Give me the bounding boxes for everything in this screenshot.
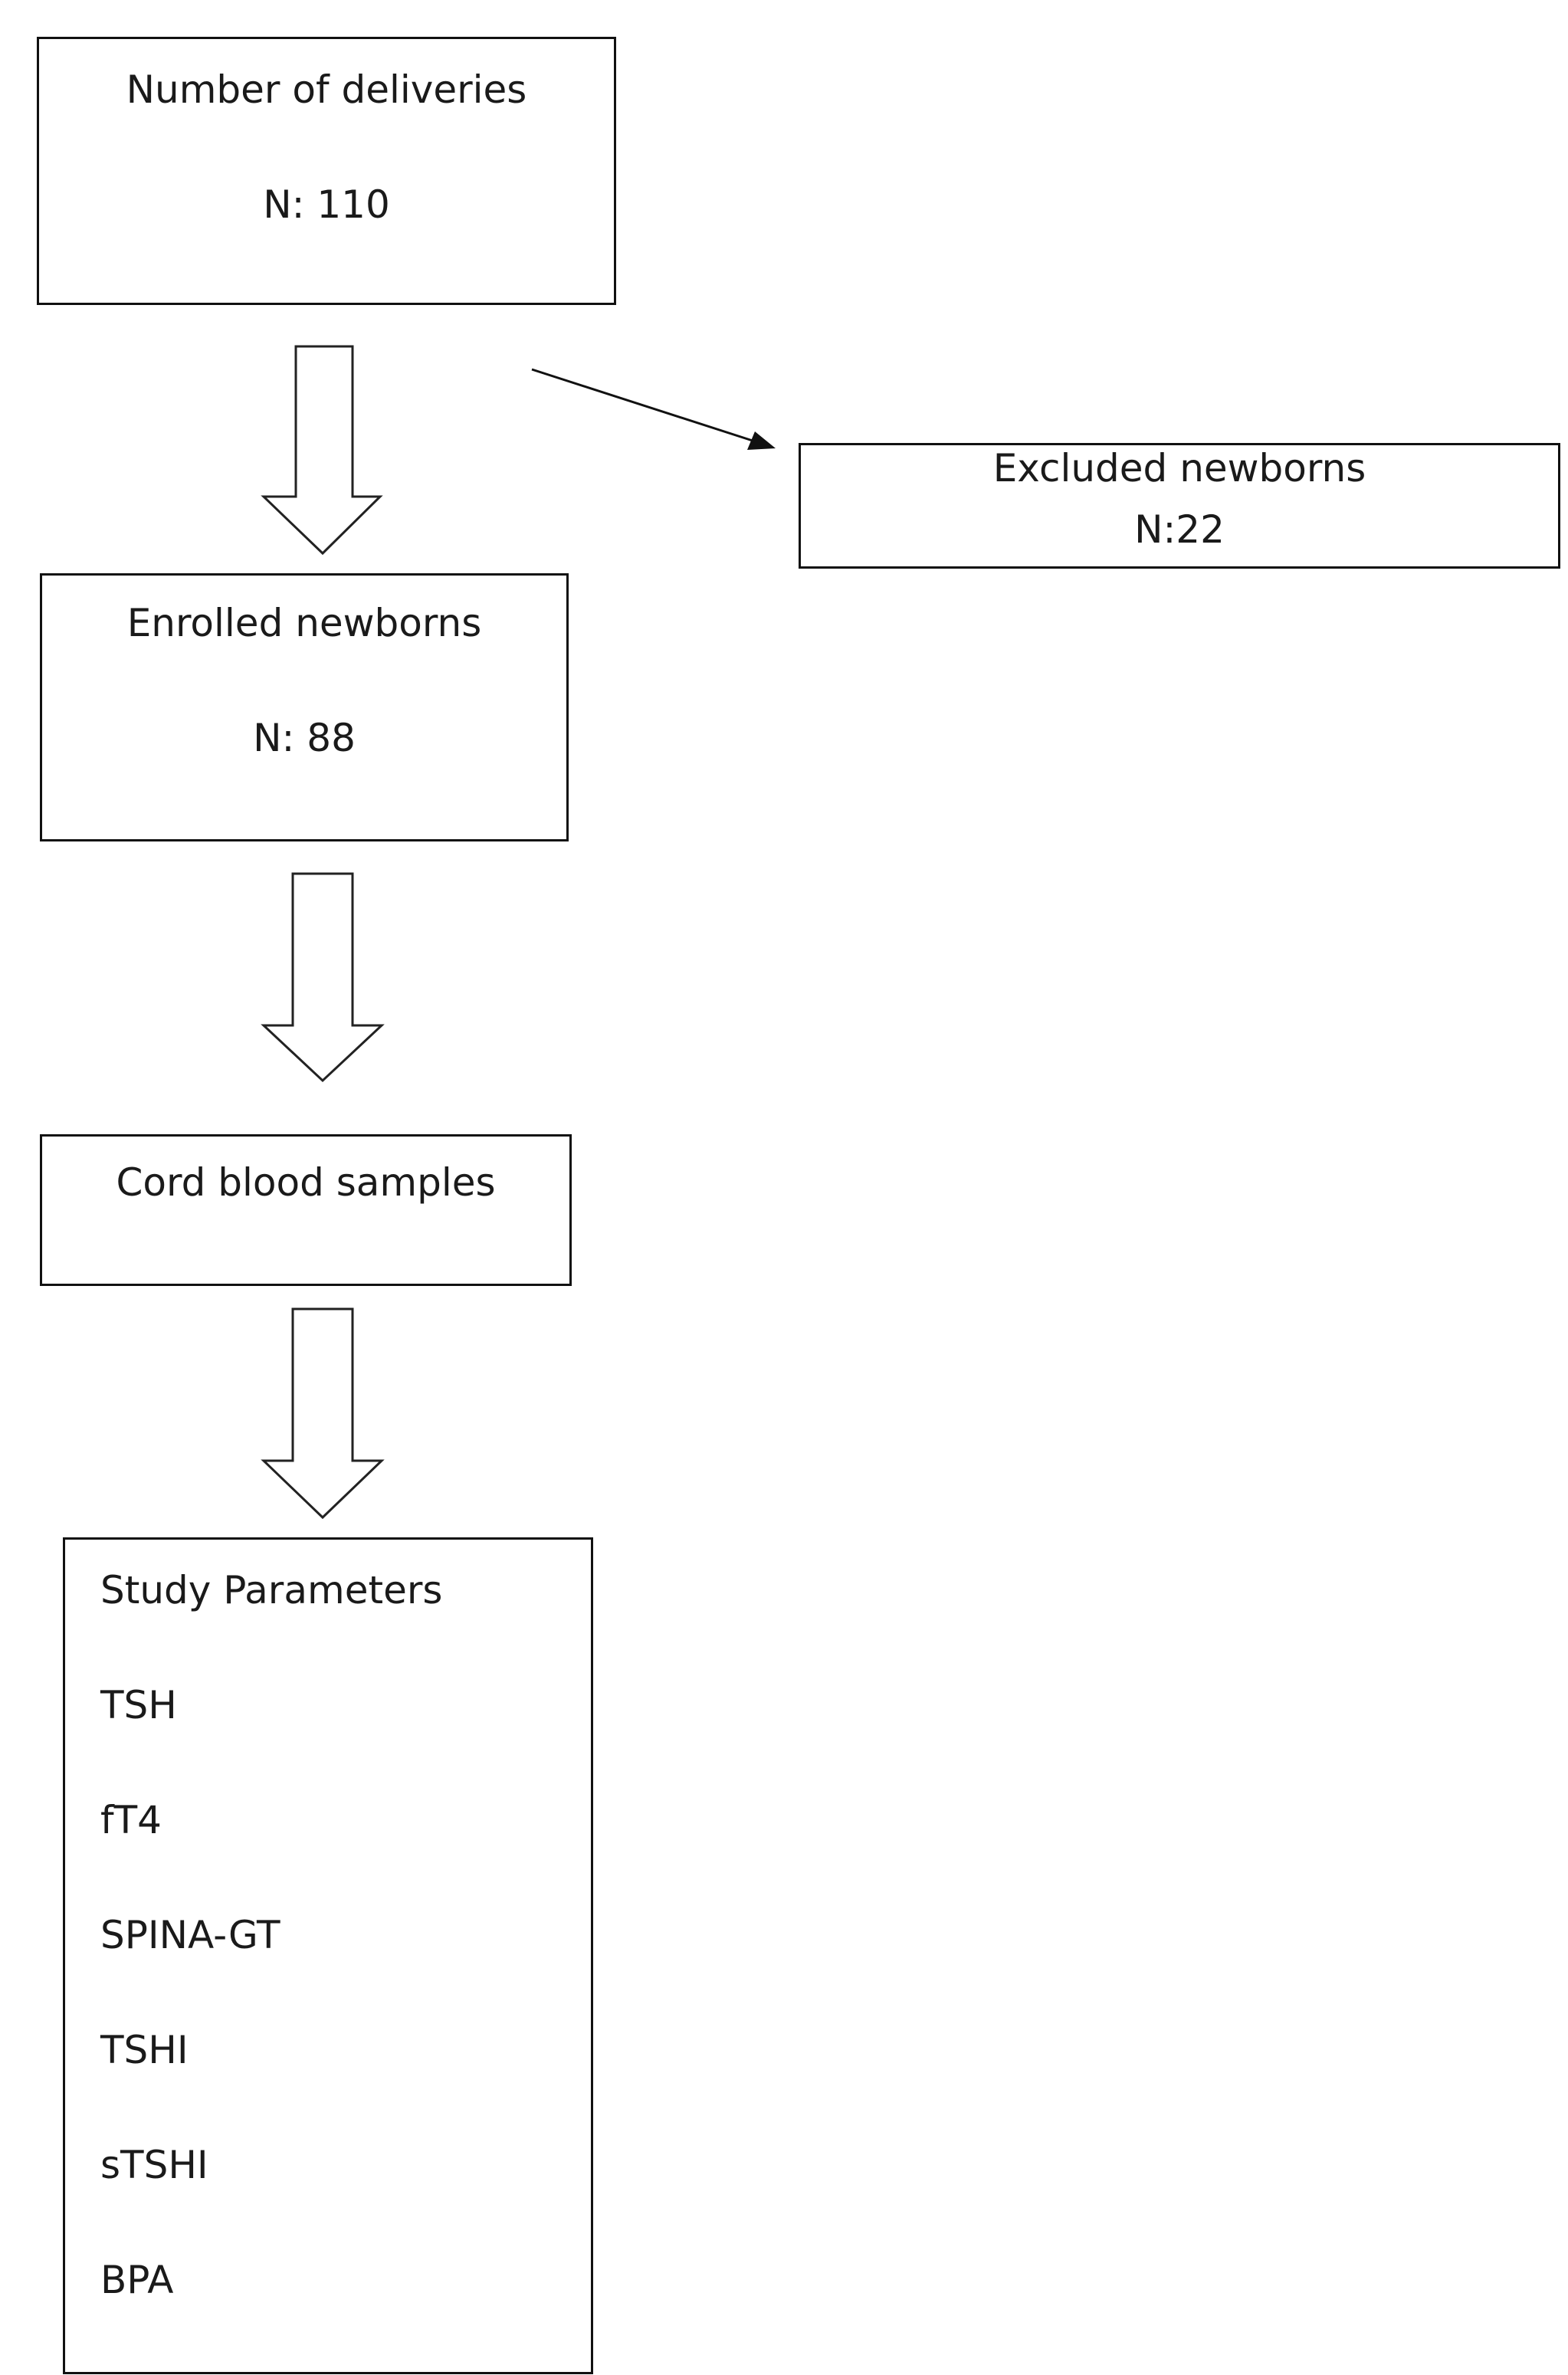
- parameter-item: sTSHI: [100, 2143, 208, 2187]
- cord-blood-box: Cord blood samples: [40, 1134, 572, 1286]
- study-parameters-box: Study Parameters TSH fT4 SPINA-GT TSHI s…: [63, 1537, 593, 2374]
- parameter-item: SPINA-GT: [100, 1913, 280, 1957]
- enrolled-title: Enrolled newborns: [126, 601, 482, 645]
- down-arrow-3: [261, 1307, 385, 1520]
- deliveries-title: Number of deliveries: [126, 67, 527, 112]
- cord-blood-title: Cord blood samples: [116, 1160, 496, 1205]
- excluded-box: Excluded newborns N:22: [799, 443, 1560, 569]
- excluded-count: N:22: [1134, 507, 1225, 552]
- parameter-item: fT4: [100, 1798, 162, 1842]
- parameter-item: TSHI: [100, 2028, 189, 2072]
- excluded-title: Excluded newborns: [992, 446, 1366, 490]
- exclusion-arrow-line: [531, 368, 753, 442]
- exclusion-arrow-head: [747, 431, 776, 450]
- deliveries-box: Number of deliveries N: 110: [37, 37, 616, 305]
- parameter-item: TSH: [100, 1683, 177, 1727]
- enrolled-box: Enrolled newborns N: 88: [40, 573, 569, 841]
- down-arrow-1: [261, 345, 383, 556]
- parameter-item: BPA: [100, 2258, 174, 2302]
- enrolled-count: N: 88: [253, 716, 356, 760]
- study-parameters-title: Study Parameters: [100, 1568, 443, 1612]
- down-arrow-2: [261, 872, 385, 1083]
- deliveries-count: N: 110: [263, 182, 390, 227]
